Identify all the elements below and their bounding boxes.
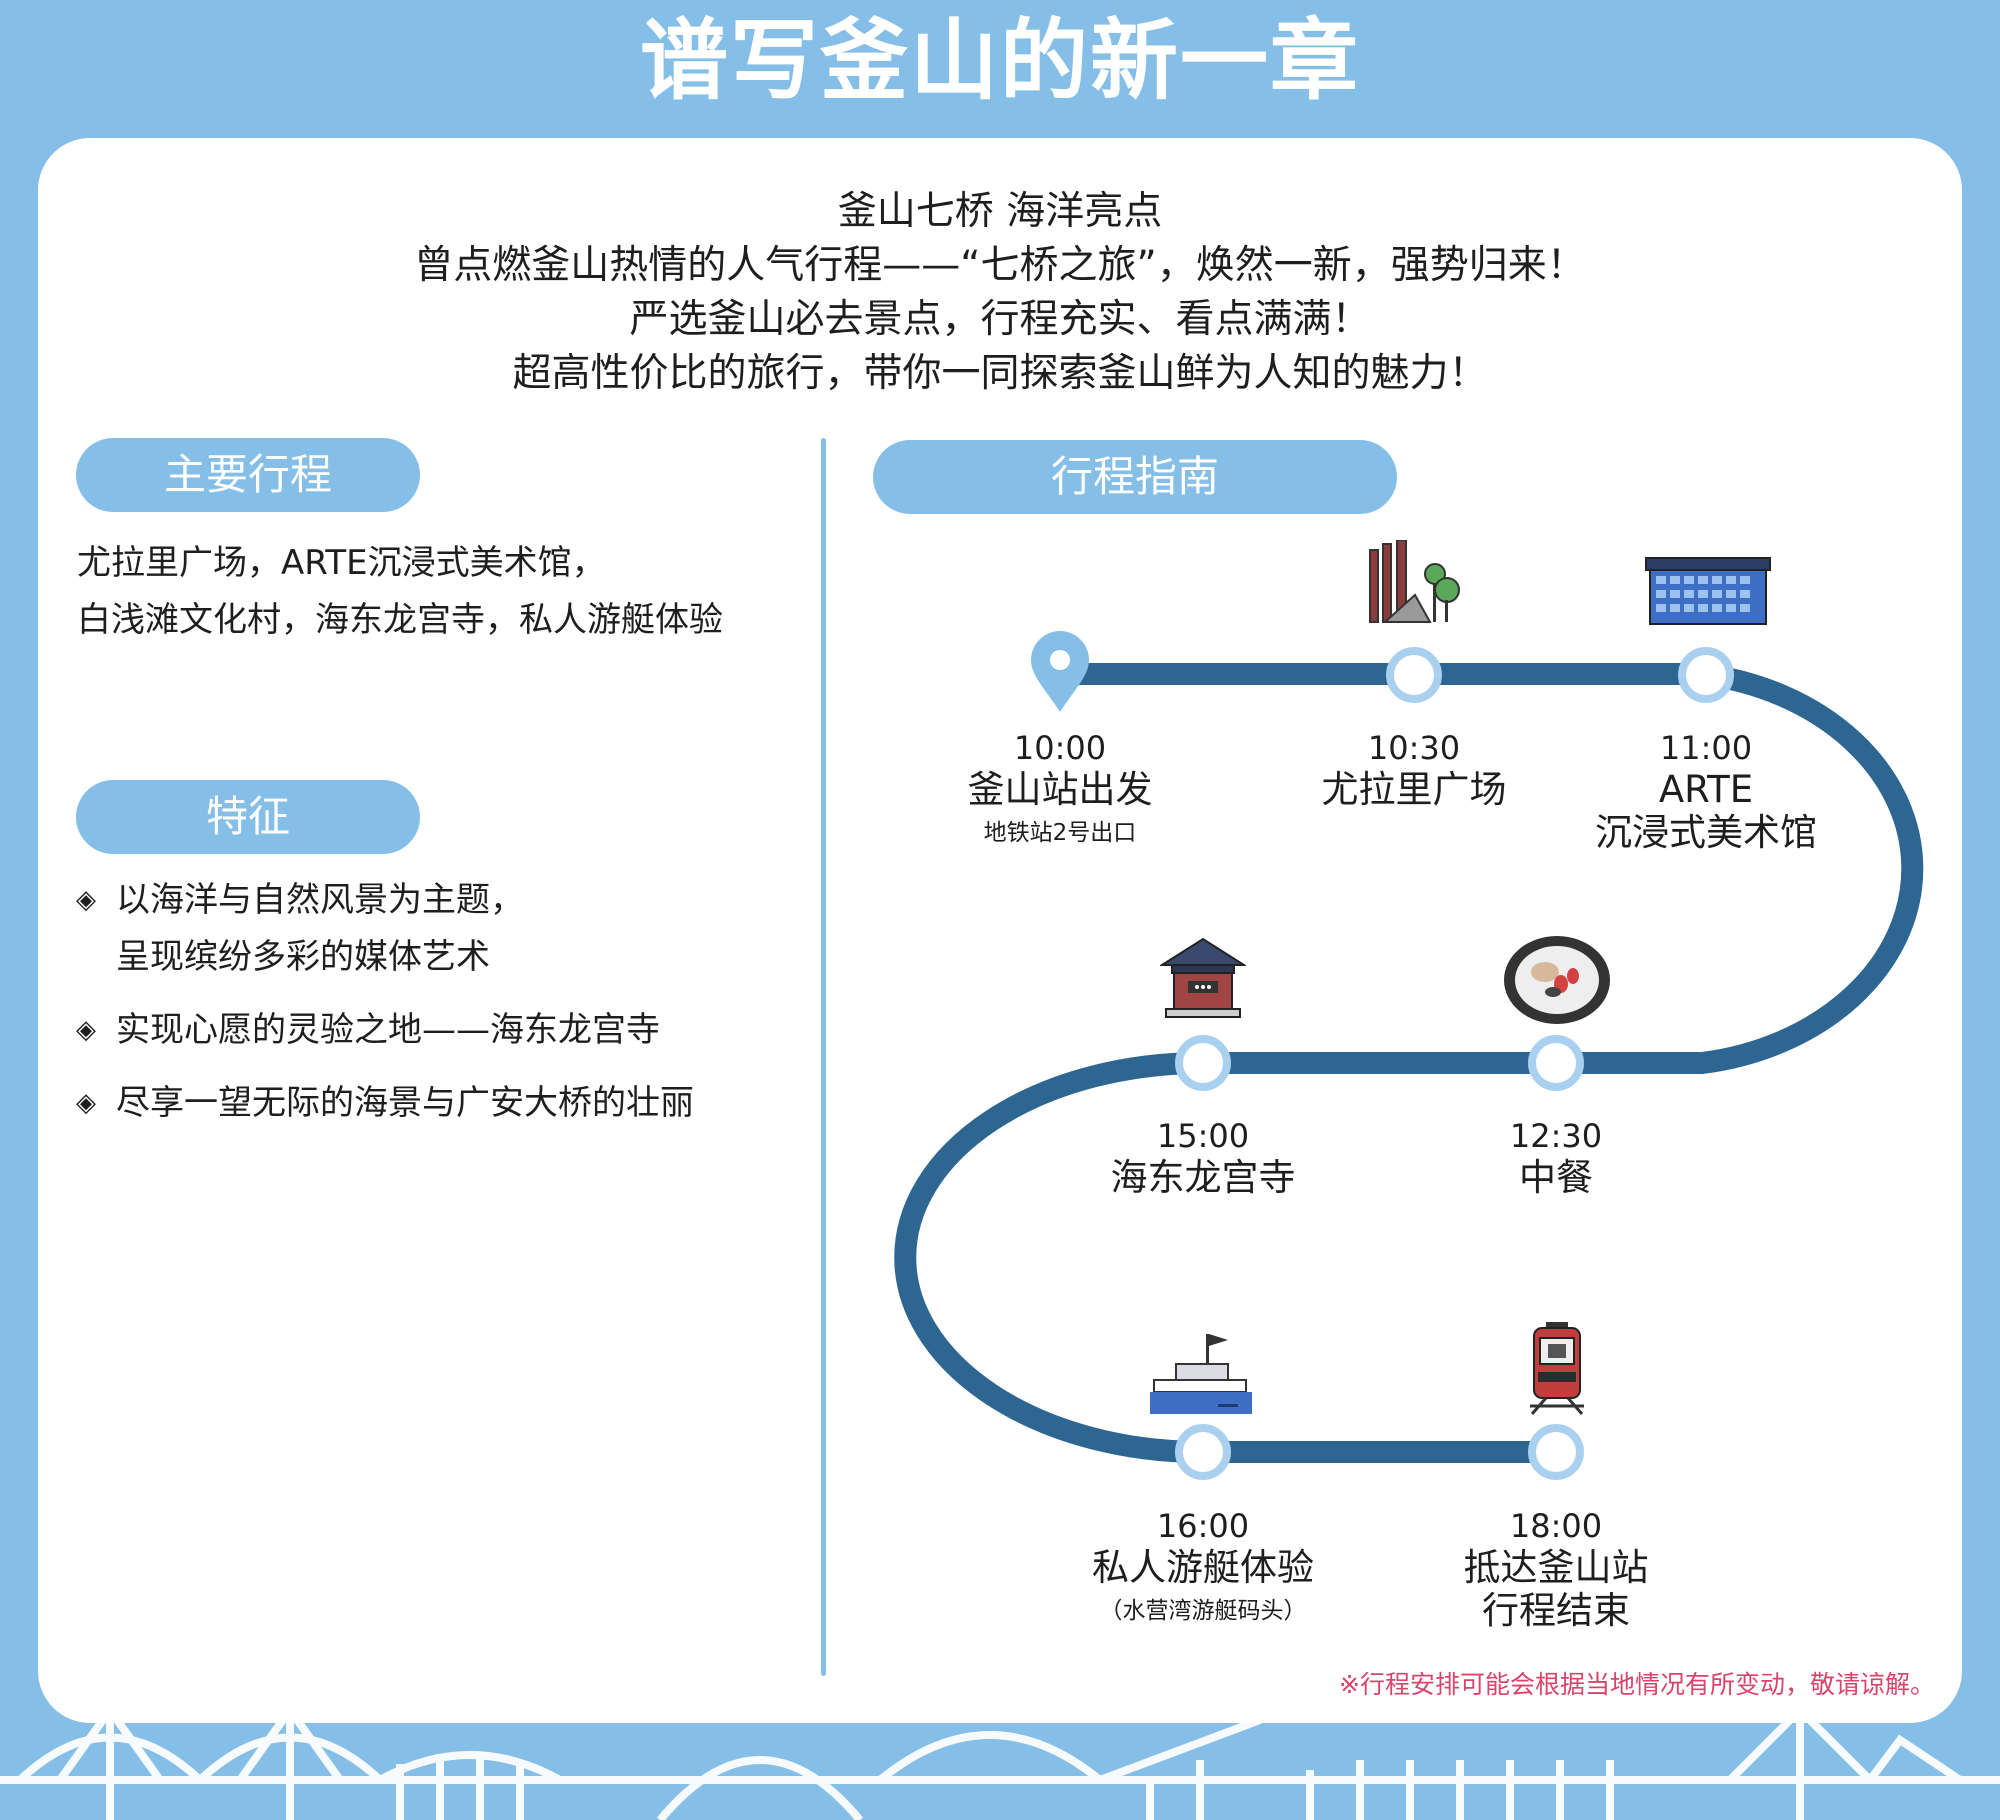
stop-time: 12:30 (1509, 1117, 1603, 1155)
main-route-line: 白浅滩文化村，海东龙宫寺，私人游艇体验 (77, 600, 723, 640)
main-route-heading: 主要行程 (76, 438, 420, 512)
stop-name: 抵达釜山站 (1463, 1546, 1649, 1589)
stop-name: 私人游艇体验 (1092, 1546, 1314, 1589)
intro-line: 曾点燃釜山热情的人气行程——“七桥之旅”，焕然一新，强势归来！ (414, 243, 1586, 288)
stop-haedong-yonggungsa: 15:00 海东龙宫寺 (1053, 1116, 1353, 1199)
intro-text: 釜山七桥 海洋亮点 曾点燃釜山热情的人气行程——“七桥之旅”，焕然一新，强势归来… (0, 185, 2000, 401)
main-route-text: 尤拉里广场，ARTE沉浸式美术馆， 白浅滩文化村，海东龙宫寺，私人游艇体验 (77, 535, 797, 649)
stop-name: 海东龙宫寺 (1110, 1156, 1296, 1199)
stop-name: 尤拉里广场 (1321, 768, 1507, 811)
stop-arte-museum: 11:00 ARTE 沉浸式美术馆 (1556, 728, 1856, 854)
stop-private-yacht: 16:00 私人游艇体验 （水营湾游艇码头） (1053, 1506, 1353, 1629)
bridge-skyline-decoration (0, 1704, 2000, 1820)
diamond-bullet-icon: ◈ (76, 1088, 96, 1118)
temple-icon (1160, 937, 1246, 1018)
content-card (38, 138, 1962, 1723)
stop-time: 15:00 (1156, 1117, 1250, 1155)
page-title: 谱写釜山的新一章 (639, 9, 1360, 112)
stop-lunch: 12:30 中餐 (1406, 1116, 1706, 1199)
stop-subtitle: 地铁站2号出口 (983, 820, 1137, 846)
intro-line: 釜山七桥 海洋亮点 (837, 189, 1163, 234)
yacht-icon (1150, 1334, 1252, 1414)
museum-icon (1645, 557, 1771, 625)
diamond-bullet-icon: ◈ (76, 1015, 96, 1045)
stop-time: 11:00 (1659, 729, 1753, 767)
stop-name: ARTE (1658, 768, 1754, 811)
feature-item: ◈ 以海洋与自然风景为主题， 呈现缤纷多彩的媒体艺术 (76, 872, 816, 986)
train-icon (1530, 1322, 1584, 1415)
stop-name: 行程结束 (1482, 1589, 1630, 1632)
route-stop-marker (1678, 647, 1734, 703)
feature-text: 实现心愿的灵验之地——海东龙宫寺 (116, 1010, 660, 1050)
location-pin-icon (1031, 631, 1089, 712)
stop-time: 10:30 (1367, 729, 1461, 767)
stop-name: 釜山站出发 (967, 768, 1153, 811)
stop-time: 10:00 (1013, 729, 1107, 767)
intro-line: 超高性价比的旅行，带你一同探索釜山鲜为人知的魅力！ (512, 351, 1488, 396)
route-stop-marker (1528, 1035, 1584, 1091)
meal-icon (1504, 936, 1610, 1024)
feature-item: ◈ 尽享一望无际的海景与广安大桥的壮丽 (76, 1075, 816, 1132)
features-heading: 特征 (76, 780, 420, 854)
guide-heading: 行程指南 (873, 440, 1397, 514)
features-list: ◈ 以海洋与自然风景为主题， 呈现缤纷多彩的媒体艺术 ◈ 实现心愿的灵验之地——… (76, 872, 816, 1148)
plaza-icon (1369, 540, 1460, 623)
stop-time: 18:00 (1509, 1507, 1603, 1545)
stop-busan-station: 10:00 釜山站出发 地铁站2号出口 (910, 728, 1210, 851)
route-stop-marker (1175, 1424, 1231, 1480)
stop-name: 中餐 (1519, 1156, 1593, 1199)
route-stop-marker (1175, 1035, 1231, 1091)
feature-text: 以海洋与自然风景为主题， (116, 880, 524, 920)
column-divider (821, 438, 826, 1676)
stop-arrive-busan-station: 18:00 抵达釜山站 行程结束 (1406, 1506, 1706, 1632)
stop-yulali-plaza: 10:30 尤拉里广场 (1264, 728, 1564, 811)
feature-item: ◈ 实现心愿的灵验之地——海东龙宫寺 (76, 1002, 816, 1059)
stop-name: 沉浸式美术馆 (1595, 811, 1817, 854)
feature-text: 呈现缤纷多彩的媒体艺术 (116, 937, 490, 977)
intro-line: 严选釜山必去景点，行程充实、看点满满！ (629, 297, 1371, 342)
stop-subtitle: （水营湾游艇码头） (1099, 1598, 1307, 1624)
stop-time: 16:00 (1156, 1507, 1250, 1545)
disclaimer-note: ※行程安排可能会根据当地情况有所变动，敬请谅解。 (1339, 1670, 1935, 1699)
route-stop-marker (1528, 1424, 1584, 1480)
feature-text: 尽享一望无际的海景与广安大桥的壮丽 (116, 1083, 694, 1123)
main-route-line: 尤拉里广场，ARTE沉浸式美术馆， (77, 543, 606, 583)
route-stop-marker (1386, 647, 1442, 703)
diamond-bullet-icon: ◈ (76, 885, 96, 915)
